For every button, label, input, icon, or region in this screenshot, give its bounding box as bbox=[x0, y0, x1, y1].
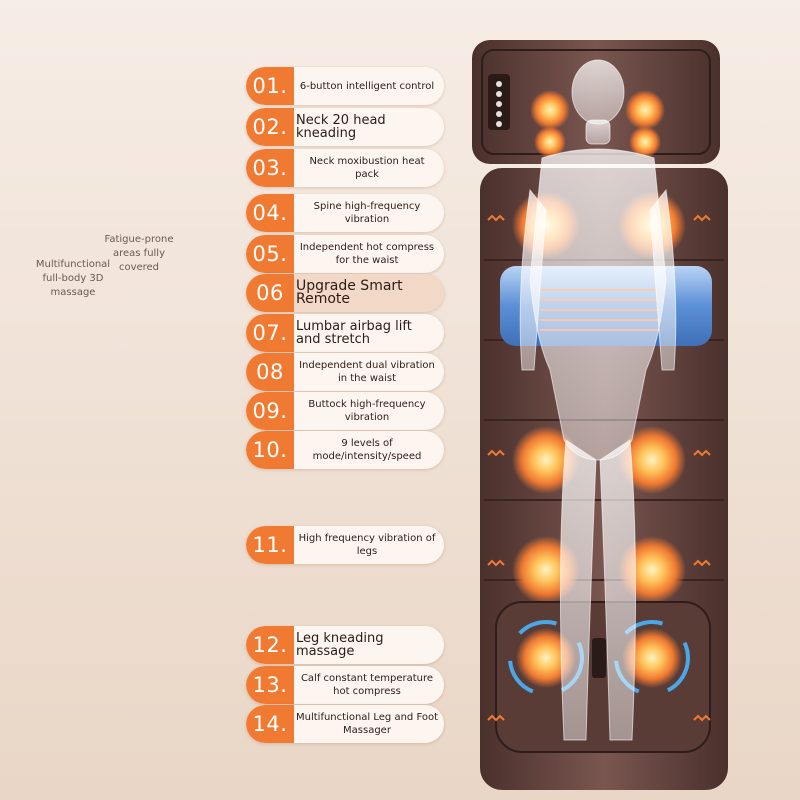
feature-item-05: 05. Independent hot compress for the wai… bbox=[246, 235, 444, 273]
side-note-fullbody: Multifunctional full-body 3D massage bbox=[35, 259, 111, 298]
human-body-silhouette bbox=[519, 59, 677, 741]
feature-label: Calf constant temperature hot compress bbox=[300, 673, 434, 697]
feature-label: High frequency vibration of legs bbox=[298, 533, 436, 557]
feature-number: 11. bbox=[246, 526, 294, 564]
feature-label: 9 levels of mode/intensity/speed bbox=[312, 438, 422, 462]
feature-label: Neck 20 head kneading bbox=[296, 113, 386, 141]
feature-label: Leg kneading massage bbox=[296, 631, 384, 659]
feature-item-04: 04. Spine high-frequency vibration bbox=[246, 194, 444, 232]
feature-number: 03. bbox=[246, 149, 294, 187]
feature-item-11: 11. High frequency vibration of legs bbox=[246, 526, 444, 564]
feature-label: Neck moxibustion heat pack bbox=[309, 156, 425, 180]
buttock-vibration-nodes bbox=[512, 426, 686, 494]
feature-number: 08 bbox=[246, 353, 294, 391]
feature-item-02: 02. Neck 20 head kneading bbox=[246, 108, 444, 146]
feature-item-14: 14. Multifunctional Leg and Foot Massage… bbox=[246, 705, 444, 743]
massage-mattress-illustration bbox=[472, 40, 728, 790]
feature-number: 14. bbox=[246, 705, 294, 743]
feature-item-07: 07. Lumbar airbag lift and stretch bbox=[246, 314, 444, 352]
neck-kneading-nodes bbox=[530, 90, 665, 158]
calf-kneading-nodes bbox=[508, 620, 690, 696]
feature-label: Independent hot compress for the waist bbox=[299, 242, 435, 266]
feature-item-13: 13. Calf constant temperature hot compre… bbox=[246, 666, 444, 704]
feature-label: Lumbar airbag lift and stretch bbox=[296, 319, 412, 347]
feature-item-08: 08 Independent dual vibration in the wai… bbox=[246, 353, 444, 391]
feature-number: 12. bbox=[246, 626, 294, 664]
feature-label: Independent dual vibration in the waist bbox=[299, 360, 435, 384]
feature-number: 05. bbox=[246, 235, 294, 273]
feature-item-03: 03. Neck moxibustion heat pack bbox=[246, 149, 444, 187]
feature-number: 06 bbox=[246, 274, 294, 312]
feature-label: Spine high-frequency vibration bbox=[313, 201, 421, 225]
feature-number: 04. bbox=[246, 194, 294, 232]
feature-number: 07. bbox=[246, 314, 294, 352]
feature-label: Upgrade Smart Remote bbox=[296, 278, 403, 307]
feature-number: 10. bbox=[246, 431, 294, 469]
feature-label: Multifunctional Leg and Foot Massager bbox=[296, 712, 438, 736]
feature-label: Buttock high-frequency vibration bbox=[308, 399, 426, 423]
feature-item-06: 06 Upgrade Smart Remote bbox=[246, 274, 444, 312]
feature-item-01: 01. 6-button intelligent control bbox=[246, 67, 444, 105]
feature-item-09: 09. Buttock high-frequency vibration bbox=[246, 392, 444, 430]
feature-label: 6-button intelligent control bbox=[299, 80, 435, 92]
feature-number: 09. bbox=[246, 392, 294, 430]
vibration-waves bbox=[487, 214, 711, 722]
side-note-coverage: Fatigue-prone areas fully covered bbox=[104, 234, 174, 273]
feature-item-10: 10. 9 levels of mode/intensity/speed bbox=[246, 431, 444, 469]
feature-number: 01. bbox=[246, 67, 294, 105]
foot-control-panel bbox=[592, 638, 606, 678]
feature-number: 13. bbox=[246, 666, 294, 704]
feature-number: 02. bbox=[246, 108, 294, 146]
feature-item-12: 12. Leg kneading massage bbox=[246, 626, 444, 664]
